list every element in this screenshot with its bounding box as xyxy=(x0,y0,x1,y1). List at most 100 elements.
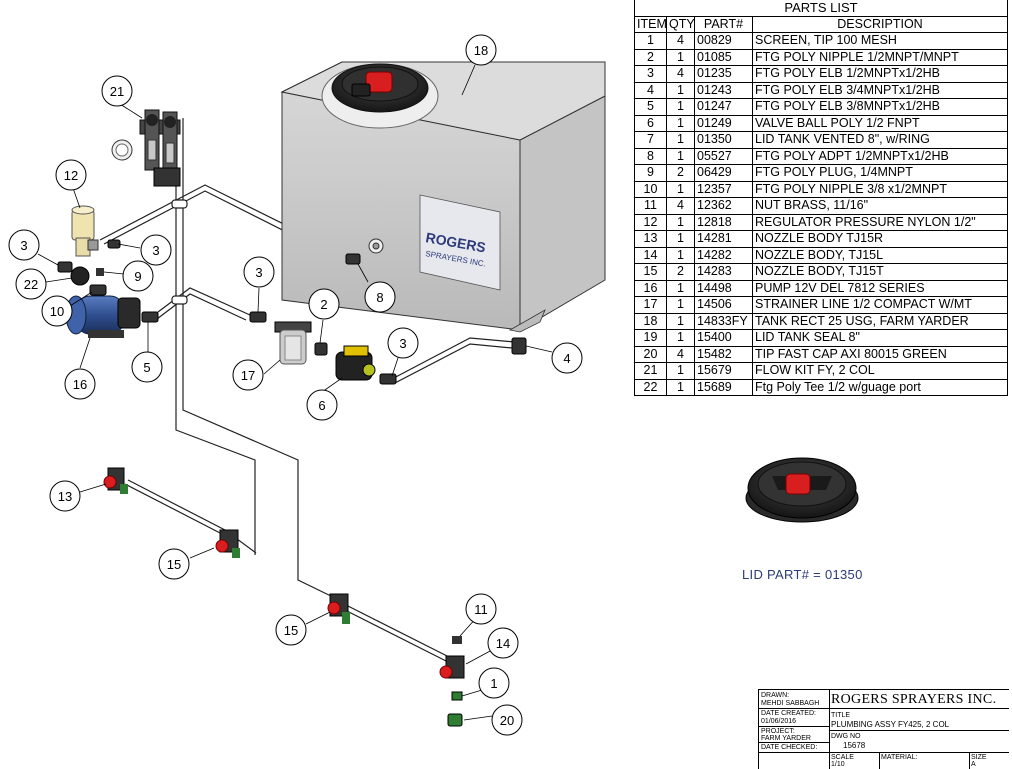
qty-cell: 1 xyxy=(666,296,695,314)
description-cell: NOZZLE BODY, TJ15L xyxy=(752,246,1008,264)
svg-text:20: 20 xyxy=(500,713,514,728)
nipple-icon[interactable] xyxy=(89,284,107,296)
nipple-icon[interactable] xyxy=(314,342,328,356)
svg-text:3: 3 xyxy=(20,238,27,253)
dwg-label: DWG NO xyxy=(831,733,861,740)
elbow-fitting-icon[interactable] xyxy=(249,311,267,323)
svg-text:8: 8 xyxy=(376,290,383,305)
tee-fitting-icon[interactable] xyxy=(70,266,90,286)
description-cell: FTG POLY NIPPLE 1/2MNPT/MNPT xyxy=(752,48,1008,66)
description-cell: FTG POLY ELB 3/4MNPTx1/2HB xyxy=(752,81,1008,99)
svg-text:6: 6 xyxy=(318,398,325,413)
pump-icon[interactable] xyxy=(65,295,141,338)
item-cell: 6 xyxy=(634,114,667,132)
screen-icon[interactable] xyxy=(451,691,463,701)
item-cell: 21 xyxy=(634,362,667,380)
item-cell: 9 xyxy=(634,164,667,182)
nozzle-body-icon[interactable] xyxy=(327,593,350,624)
nozzle-body-icon[interactable] xyxy=(215,529,240,558)
strainer-icon[interactable] xyxy=(274,321,312,365)
nozzle-body-icon[interactable] xyxy=(103,467,128,494)
regulator-icon[interactable] xyxy=(71,205,99,257)
qty-cell: 4 xyxy=(666,345,695,363)
balloon-3: 3 xyxy=(8,229,40,261)
column-header: PART# xyxy=(694,15,753,33)
size-label: SIZE xyxy=(971,754,987,761)
qty-cell: 1 xyxy=(666,213,695,231)
item-cell: 13 xyxy=(634,230,667,248)
ball-valve-icon[interactable] xyxy=(335,345,376,381)
item-cell: 1 xyxy=(634,32,667,50)
balloon-8: 8 xyxy=(364,281,396,313)
hose-lines xyxy=(99,118,516,665)
part-number-cell: 01243 xyxy=(694,81,753,99)
balloon-6: 6 xyxy=(306,389,338,421)
description-cell: STRAINER LINE 1/2 COMPACT W/MT xyxy=(752,296,1008,314)
svg-text:13: 13 xyxy=(58,489,72,504)
description-cell: Ftg Poly Tee 1/2 w/guage port xyxy=(752,378,1008,396)
qty-cell: 1 xyxy=(666,180,695,198)
item-cell: 8 xyxy=(634,147,667,165)
description-cell: NOZZLE BODY, TJ15T xyxy=(752,263,1008,281)
description-cell: FLOW KIT FY, 2 COL xyxy=(752,362,1008,380)
svg-text:21: 21 xyxy=(110,84,124,99)
column-header: DESCRIPTION xyxy=(752,15,1008,33)
item-cell: 22 xyxy=(634,378,667,396)
balloon-3: 3 xyxy=(243,256,275,288)
qty-cell: 1 xyxy=(666,329,695,347)
qty-cell: 2 xyxy=(666,164,695,182)
part-number-cell: 12818 xyxy=(694,213,753,231)
svg-text:5: 5 xyxy=(143,360,150,375)
svg-text:15: 15 xyxy=(167,557,181,572)
parts-list-title: PARTS LIST xyxy=(634,0,1008,17)
elbow-fitting-icon[interactable] xyxy=(511,337,527,355)
part-number-cell: 05527 xyxy=(694,147,753,165)
tank-lid-icon[interactable] xyxy=(321,63,439,129)
elbow-fitting-icon[interactable] xyxy=(57,261,73,273)
qty-cell: 1 xyxy=(666,81,695,99)
date-created-label: DATE CREATED: xyxy=(761,710,816,717)
qty-cell: 1 xyxy=(666,378,695,396)
qty-cell: 1 xyxy=(666,312,695,330)
svg-text:15: 15 xyxy=(284,623,298,638)
balloon-4: 4 xyxy=(551,342,583,374)
balloon-22: 22 xyxy=(15,268,47,300)
balloon-17: 17 xyxy=(232,359,264,391)
part-number-cell: 15679 xyxy=(694,362,753,380)
part-number-cell: 14282 xyxy=(694,246,753,264)
description-cell: FTG POLY PLUG, 1/4MNPT xyxy=(752,164,1008,182)
fittings-cluster[interactable] xyxy=(57,239,121,296)
qty-cell: 1 xyxy=(666,114,695,132)
brass-nut-icon[interactable] xyxy=(452,636,462,644)
drawn-value: MEHDI SABBAGH xyxy=(761,700,820,707)
project-label: PROJECT: xyxy=(761,728,795,735)
svg-text:10: 10 xyxy=(50,304,64,319)
balloon-9: 9 xyxy=(122,260,154,292)
flow-kit-icon[interactable] xyxy=(111,109,181,187)
adapter-fitting-icon[interactable] xyxy=(345,253,361,265)
qty-cell: 1 xyxy=(666,230,695,248)
qty-cell: 1 xyxy=(666,131,695,149)
elbow-fitting-icon[interactable] xyxy=(141,311,159,323)
fast-cap-tip-icon[interactable] xyxy=(447,713,463,727)
svg-text:11: 11 xyxy=(474,602,488,617)
elbow-fitting-icon[interactable] xyxy=(379,373,397,385)
column-header: QTY xyxy=(666,15,695,33)
plug-icon[interactable] xyxy=(96,268,104,276)
nozzle-body-icon[interactable] xyxy=(439,655,465,679)
part-number-cell: 01235 xyxy=(694,65,753,83)
svg-text:4: 4 xyxy=(563,351,570,366)
item-cell: 19 xyxy=(634,329,667,347)
balloon-15: 15 xyxy=(158,548,190,580)
